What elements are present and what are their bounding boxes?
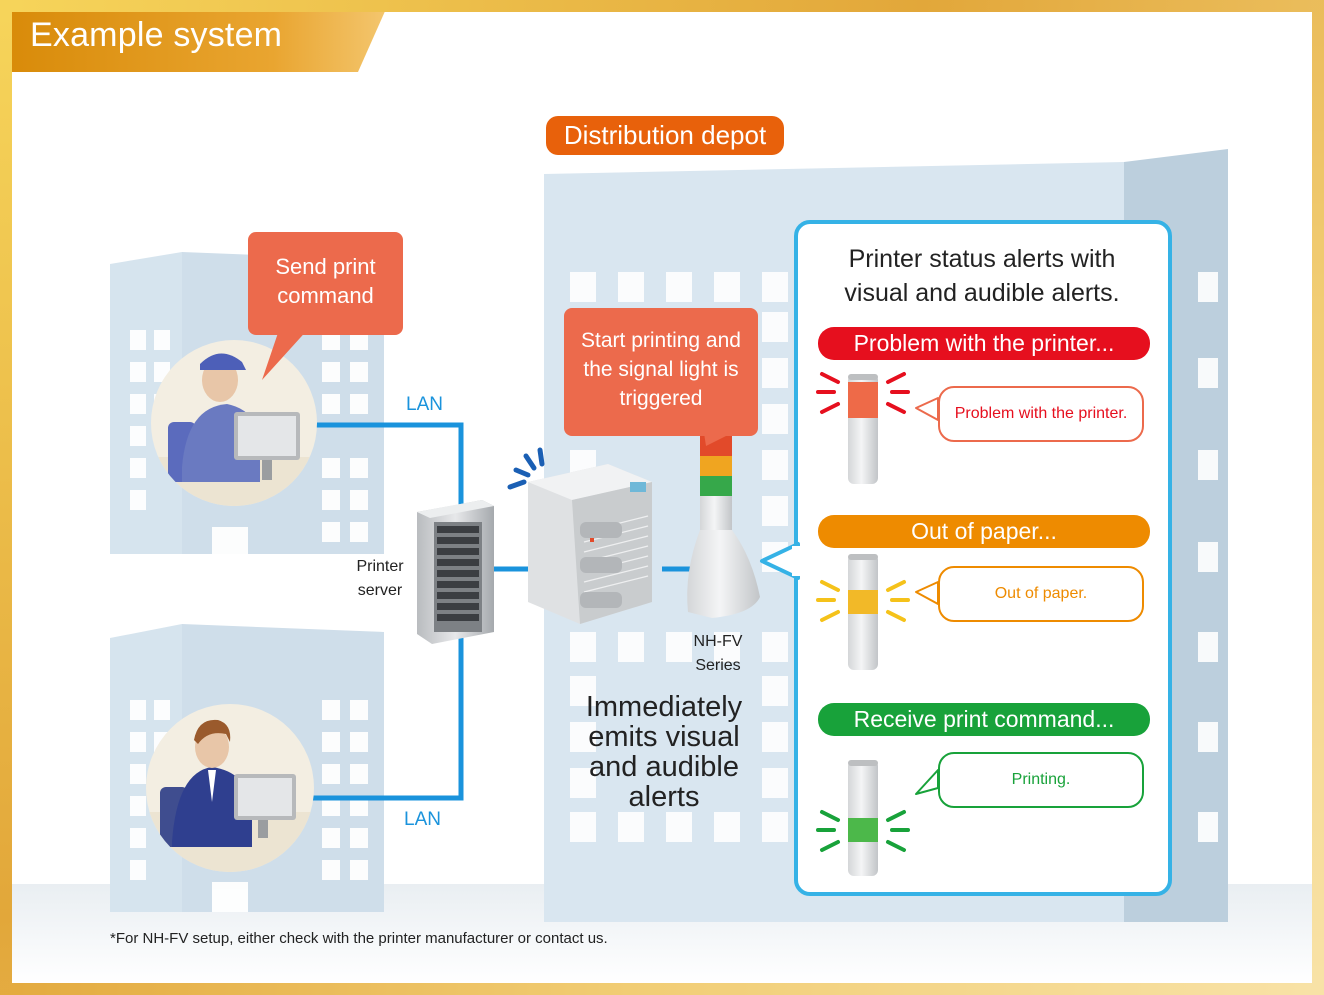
start-printing-callout-tail — [704, 433, 732, 446]
immediate-alert-text: Immediately emits visual and audible ale… — [585, 691, 743, 813]
page-title: Example system — [30, 16, 283, 54]
lan-label-bottom: LAN — [404, 809, 441, 830]
status-bar-receive-command: Receive print command... — [818, 703, 1150, 736]
bubble-out-of-paper: Out of paper. — [938, 566, 1144, 622]
status-tower-red-icon — [816, 372, 910, 484]
bubble-problem: Problem with the printer. — [938, 386, 1144, 442]
system-diagram — [12, 149, 1312, 983]
send-print-callout: Send print command — [248, 232, 403, 335]
status-bar-problem: Problem with the printer... — [818, 327, 1150, 360]
printer-server-label: Printer server — [356, 558, 404, 599]
lan-label-top: LAN — [406, 394, 443, 415]
status-tower-green-icon — [816, 760, 910, 876]
printer-activity-icon — [507, 447, 545, 490]
depot-label: Distribution depot — [546, 116, 784, 155]
footnote: *For NH-FV setup, either check with the … — [110, 930, 608, 947]
person-worker-icon — [151, 340, 317, 506]
printer-icon — [507, 447, 652, 624]
server-icon — [417, 500, 494, 644]
alert-panel-title: Printer status alerts with visual and au… — [844, 245, 1120, 307]
send-print-callout-tail — [262, 327, 310, 380]
title-tab — [12, 12, 385, 72]
start-printing-callout: Start printing and the signal light is t… — [564, 308, 758, 436]
bubble-printing: Printing. — [938, 752, 1144, 808]
status-tower-yellow-icon — [816, 554, 910, 670]
nhfv-series-label: NH-FV Series — [693, 633, 743, 674]
status-bar-out-of-paper: Out of paper... — [818, 515, 1150, 548]
